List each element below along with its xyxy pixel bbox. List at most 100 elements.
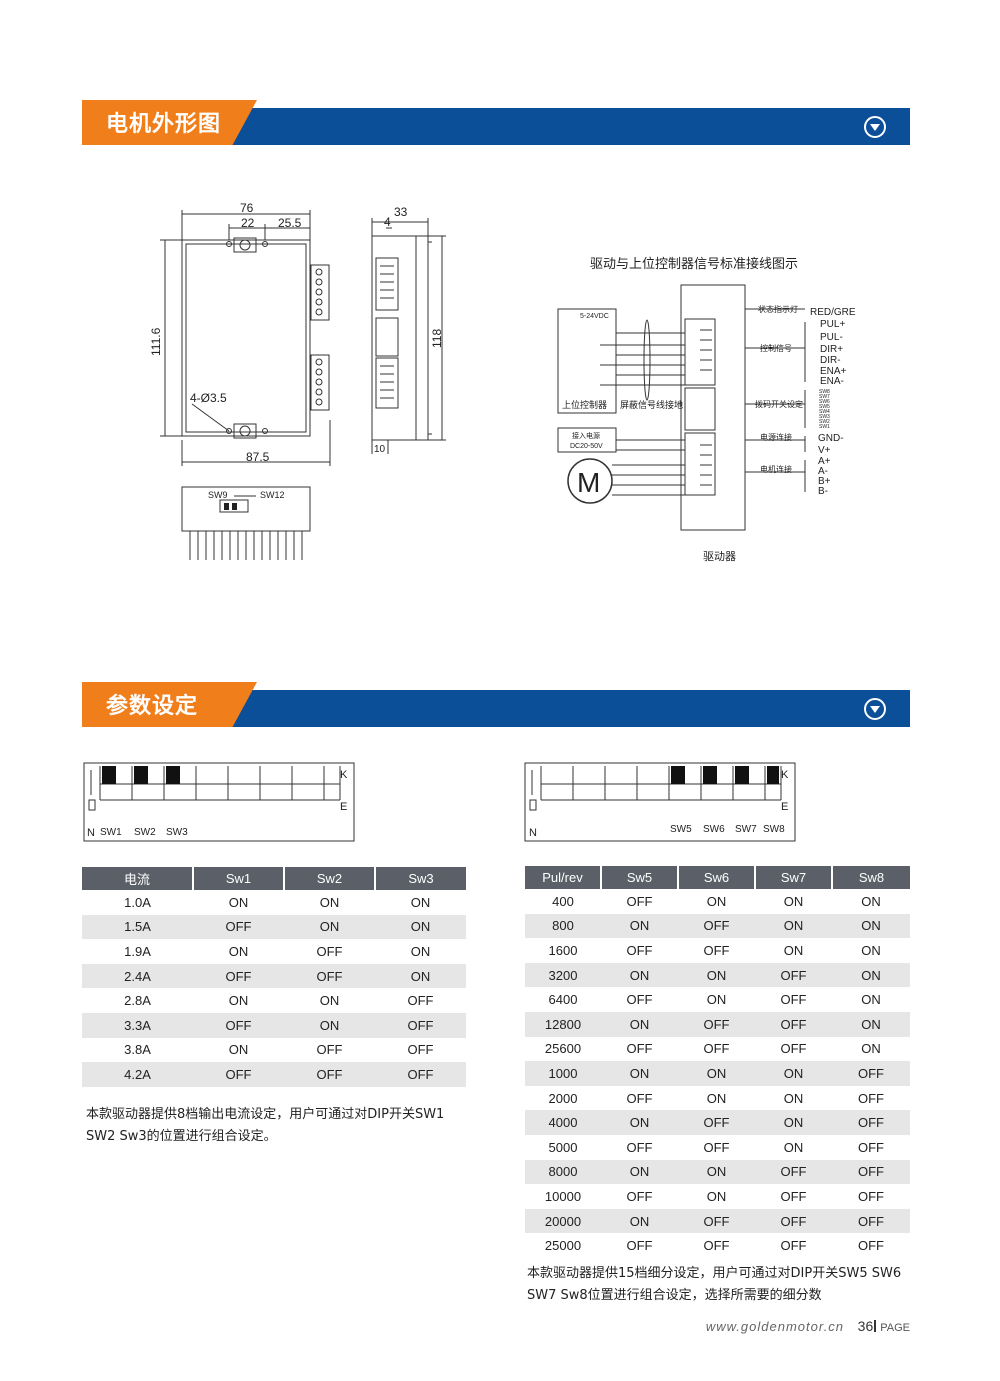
status-led-label: 状态指示灯: [758, 304, 798, 314]
table-cell: ON: [601, 913, 678, 939]
table-cell: OFF: [703, 942, 730, 958]
dip-left-sw3: SW3: [166, 827, 188, 838]
table-header-row: 电流 Sw1 Sw2 Sw3: [82, 867, 466, 890]
table-cell: ON: [783, 893, 804, 909]
motor-pin-a-minus: A-: [818, 466, 828, 477]
section-tab: [82, 682, 257, 727]
table-cell: OFF: [678, 1208, 755, 1234]
label-sw9: SW9: [208, 490, 228, 500]
col-header-current: 电流: [82, 867, 194, 890]
table-cell: OFF: [858, 1188, 884, 1204]
power-pin-v: V+: [818, 445, 831, 456]
table-cell: ON: [601, 1110, 678, 1135]
table-cell: ON: [783, 942, 804, 958]
footer-url[interactable]: www.goldenmotor.cn: [705, 1319, 845, 1334]
table-cell: 3200: [525, 962, 601, 988]
signal-ena-minus: ENA-: [820, 376, 844, 387]
table-cell: 2.8A: [124, 993, 151, 1009]
label-sw12: SW12: [260, 490, 285, 500]
table-cell: ON: [410, 943, 431, 959]
table-cell: 1000: [525, 1061, 601, 1086]
table-cell: OFF: [626, 1238, 653, 1254]
table-cell: OFF: [703, 1238, 730, 1254]
table-cell: 3.3A: [82, 1012, 193, 1038]
col-header-sw2: Sw2: [284, 867, 376, 890]
table-cell: 1.0A: [124, 894, 151, 910]
switch-sw8: SW8: [819, 389, 830, 395]
table-cell: OFF: [284, 1062, 375, 1087]
table-cell: ON: [861, 942, 881, 958]
table-cell: ON: [706, 893, 727, 909]
table-cell: ON: [601, 962, 678, 988]
table-cell: 12800: [525, 1011, 601, 1037]
table-cell: ON: [601, 1159, 678, 1185]
table-cell: OFF: [193, 914, 284, 940]
table-cell: ON: [755, 1061, 832, 1086]
table-cell: OFF: [678, 1110, 755, 1135]
dim-4: 4: [384, 215, 391, 229]
table-cell: OFF: [832, 1110, 910, 1135]
signal-ena-plus: ENA+: [820, 366, 847, 377]
dip-right-n: N: [529, 827, 537, 839]
table-cell: OFF: [755, 1011, 832, 1037]
table-cell: OFF: [407, 993, 434, 1009]
signal-pul-plus: PUL+: [820, 319, 845, 330]
table-cell: ON: [861, 1041, 881, 1057]
dim-111-6: 111.6: [149, 327, 163, 356]
supply-label: 5-24VDC: [580, 313, 609, 320]
chevron-down-icon[interactable]: [864, 116, 886, 138]
table-cell: OFF: [832, 1208, 910, 1234]
col-header-pulrev: Pul/rev: [525, 866, 602, 889]
table-header-row: Pul/rev Sw5 Sw6 Sw7 Sw8: [525, 866, 910, 889]
table-cell: ON: [861, 992, 881, 1008]
page-number: 36: [857, 1318, 874, 1334]
table-cell: ON: [755, 913, 832, 939]
table-cell: ON: [861, 893, 881, 909]
table-cell: ON: [375, 963, 466, 989]
table-cell: ON: [228, 993, 249, 1009]
table-cell: OFF: [316, 943, 343, 959]
col-header-sw6: Sw6: [678, 866, 756, 889]
section-title: 参数设定: [106, 694, 199, 719]
table-cell: 6400: [548, 992, 578, 1008]
table-cell: 5000: [548, 1139, 578, 1155]
table-cell: ON: [319, 993, 340, 1009]
table-cell: OFF: [780, 1238, 807, 1254]
table-cell: 2000: [548, 1090, 578, 1106]
motor-label: M: [577, 467, 600, 498]
table-cell: ON: [832, 913, 910, 939]
signal-dir-minus: DIR-: [820, 355, 841, 366]
chevron-down-icon[interactable]: [864, 698, 886, 720]
table-cell: OFF: [858, 1090, 884, 1106]
table-cell: OFF: [755, 1159, 832, 1185]
table-cell: OFF: [626, 893, 653, 909]
switch-sw1: SW1: [819, 424, 830, 430]
table-cell: ON: [678, 1061, 755, 1086]
signal-pul-minus: PUL-: [820, 332, 843, 343]
dip-left-e: E: [340, 801, 347, 813]
col-header-sw7: Sw7: [755, 866, 833, 889]
dip-right-sw5: SW5: [670, 824, 692, 835]
table-cell: OFF: [858, 1139, 884, 1155]
table-cell: ON: [706, 1090, 727, 1106]
table-cell: ON: [601, 1011, 678, 1037]
table-cell: ON: [601, 1208, 678, 1234]
microstep-note: 本款驱动器提供15档细分设定，用户可通过对DIP开关SW5 SW6 SW7 Sw…: [527, 1266, 902, 1303]
power-conn-label: 电源连接: [760, 432, 792, 442]
table-cell: OFF: [678, 913, 755, 939]
table-cell: ON: [832, 1011, 910, 1037]
dim-87-5: 87.5: [246, 450, 270, 464]
dim-25-5: 25.5: [278, 216, 302, 230]
dip-switch-left: K E N SW1 SW2 SW3: [83, 762, 355, 842]
